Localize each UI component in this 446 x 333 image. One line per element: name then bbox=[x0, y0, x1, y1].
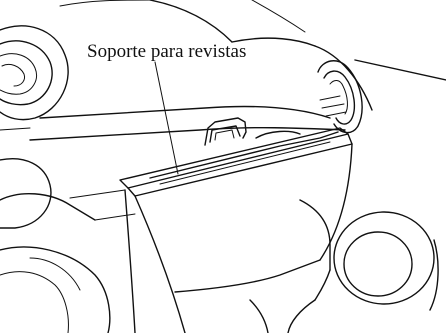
callout-leader bbox=[154, 61, 179, 175]
magazine-holder bbox=[119, 117, 353, 197]
dashboard-edge bbox=[314, 45, 446, 111]
speaker-ring bbox=[333, 211, 439, 311]
callout-label: Soporte para revistas bbox=[87, 41, 246, 62]
left-side-panel bbox=[0, 158, 111, 333]
left-air-vent bbox=[0, 25, 69, 121]
glove-box-door bbox=[69, 143, 353, 333]
dashboard-trim bbox=[0, 105, 346, 141]
right-air-vent bbox=[317, 60, 363, 134]
windshield-outline bbox=[59, 0, 316, 47]
lower-console bbox=[249, 199, 331, 333]
